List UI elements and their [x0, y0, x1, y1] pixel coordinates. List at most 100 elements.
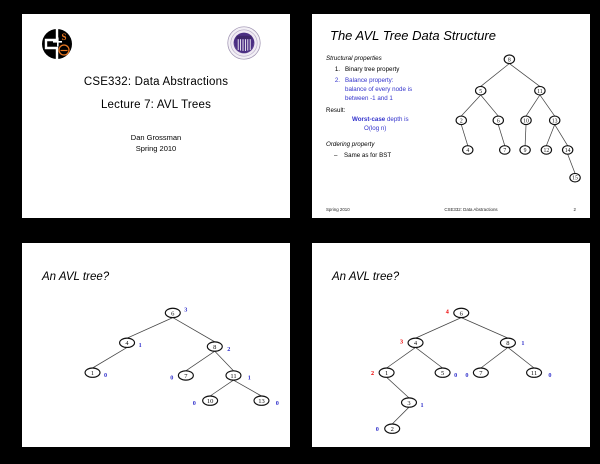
slide-body: Structural properties 1. Binary tree pro…: [326, 54, 446, 160]
tree-edge: [525, 94, 541, 117]
tree-node-label: 11: [531, 370, 537, 377]
term-label: Spring 2010: [135, 144, 177, 153]
tree-node-label: 14: [565, 148, 571, 154]
tree-edge: [480, 347, 509, 369]
tree-node-label: 4: [414, 340, 418, 347]
tree-node: 70: [170, 370, 194, 382]
list-item: 2. Balance property:: [326, 76, 446, 85]
tree-edge: [567, 154, 576, 174]
footer-page-number: 2: [573, 207, 576, 212]
tree-edge: [461, 94, 481, 117]
tree-node-label: 7: [503, 148, 506, 154]
tree-node-balance-label: 1: [139, 342, 142, 349]
list-item: – Same as for BST: [334, 151, 446, 160]
tree-node-label: 2: [391, 426, 394, 433]
tree-node-balance-label: 1: [521, 340, 524, 347]
worst-case-text: Worst-case: [352, 116, 386, 123]
list-item-label: Same as for BST: [344, 152, 392, 159]
tree-node: 9: [519, 145, 531, 155]
tree-edge: [480, 94, 499, 117]
tree-edge: [460, 124, 469, 146]
list-item-number: 2.: [334, 77, 340, 84]
tree-edge: [509, 63, 541, 87]
tree-node: 5: [474, 85, 487, 96]
list-item-number: 1.: [334, 66, 340, 73]
uw-seal-icon: [227, 26, 261, 60]
tree-node-label: 4: [125, 340, 129, 347]
tree-node-label: 12: [544, 148, 550, 154]
list-item-label: Binary tree property: [345, 66, 400, 73]
tree-node-balance-label: 0: [465, 372, 468, 379]
tree-node-balance-label: 2: [371, 370, 374, 377]
tree-edge: [415, 347, 443, 369]
slide-2-avl-data-structure[interactable]: The AVL Tree Data Structure Structural p…: [312, 14, 590, 218]
author-name: Dan Grossman: [130, 133, 182, 142]
tree-edge: [391, 406, 410, 425]
result-line-2: O(log n): [364, 125, 387, 132]
tree-node: 7: [498, 145, 511, 155]
tree-edge: [386, 347, 416, 369]
tree-node-label: 13: [552, 118, 558, 124]
tree-node-label: 7: [184, 373, 188, 380]
tree-edge: [415, 317, 462, 339]
tree-node-label: 11: [537, 89, 543, 95]
tree-node: 10: [520, 115, 532, 126]
course-title: CSE332: Data Abstractions: [83, 76, 229, 88]
tree-node: 63: [164, 307, 187, 319]
tree-node-label: 10: [207, 398, 214, 405]
tree-node-label: 11: [230, 373, 236, 380]
list-item: 1. Binary tree property: [326, 65, 446, 74]
tree-edge: [126, 317, 173, 339]
tree-edge: [386, 377, 410, 399]
cse-logo: S: [40, 28, 74, 60]
tree-node-label: 6: [171, 310, 175, 317]
tree-node: 70: [465, 367, 489, 379]
tree-node-label: 8: [506, 340, 510, 347]
balance-property-line-2: balance of every node is: [345, 86, 413, 93]
tree-edge: [546, 124, 556, 146]
tree-node-label: 1: [91, 370, 94, 377]
tree-edge: [209, 379, 234, 397]
tree-node-label: 1: [385, 370, 388, 377]
tree-node-label: 5: [441, 370, 444, 377]
tree-node: 6: [492, 115, 505, 126]
tree-node: 8: [503, 54, 516, 65]
tree-node-balance-label: 1: [421, 402, 424, 409]
tree-edge: [214, 350, 234, 372]
tree-node: 64: [446, 307, 470, 319]
tree-node-label: 13: [258, 398, 265, 405]
tree-edge: [539, 94, 556, 117]
tree-edge: [507, 347, 535, 369]
balance-property-line-3: between -1 and 1: [345, 95, 393, 102]
tree-node-balance-label: 3: [184, 307, 187, 314]
tree-edge: [92, 347, 128, 369]
tree-node: 15: [569, 172, 581, 183]
tree-node-label: 9: [524, 148, 527, 154]
tree-node: 13: [548, 115, 561, 126]
tree-edge: [524, 124, 527, 146]
tree-node-label: 15: [572, 176, 578, 182]
tree-node-balance-label: 0: [548, 372, 551, 379]
tree-node: 14: [561, 145, 574, 155]
author-block: Dan Grossman Spring 2010: [22, 132, 290, 154]
tree-node-label: 6: [497, 118, 500, 124]
slide-title: The AVL Tree Data Structure: [330, 28, 496, 43]
tree-node: 12: [540, 145, 553, 155]
tree-node: 12: [371, 367, 395, 378]
tree-node-label: 6: [460, 310, 464, 317]
slide-1-title[interactable]: S CS: [22, 14, 290, 218]
tree-edge: [185, 350, 216, 372]
tree-node-balance-label: 0: [170, 375, 173, 382]
